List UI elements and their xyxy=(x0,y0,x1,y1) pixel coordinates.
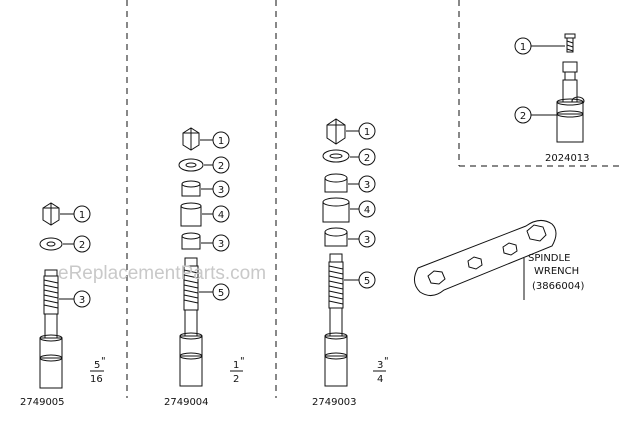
svg-text:2: 2 xyxy=(364,153,370,164)
size-fraction: 5 " 16 xyxy=(90,356,106,385)
callout-3: 3 xyxy=(201,180,230,198)
svg-text:1: 1 xyxy=(364,127,370,138)
size-fraction: 1 " 2 xyxy=(230,356,245,385)
wrench-label-2: WRENCH xyxy=(534,266,579,277)
wrench-hex-small xyxy=(427,270,446,285)
spindle xyxy=(179,257,203,387)
svg-text:1: 1 xyxy=(218,136,224,147)
wrench-hex-large xyxy=(526,224,547,242)
callout-5: 5 xyxy=(344,271,376,289)
svg-text:3: 3 xyxy=(377,360,383,371)
callout-1: 1 xyxy=(200,131,230,149)
spindle-adapter xyxy=(556,61,585,143)
spindle-wrench: SPINDLE WRENCH (3866004) xyxy=(414,220,584,300)
watermark: eReplacementParts.com xyxy=(58,263,266,284)
sleeve xyxy=(322,197,350,223)
callout-3: 3 xyxy=(59,290,91,308)
size-fraction: 3 " 4 xyxy=(373,356,389,385)
svg-text:": " xyxy=(101,356,106,367)
bushing-bottom xyxy=(181,232,201,250)
callout-3: 3 xyxy=(348,175,376,193)
svg-text:3: 3 xyxy=(364,235,370,246)
svg-text:5: 5 xyxy=(218,288,224,299)
svg-text:": " xyxy=(384,356,389,367)
svg-text:2: 2 xyxy=(520,111,526,122)
callout-2: 2 xyxy=(204,156,230,174)
svg-text:3: 3 xyxy=(218,239,224,250)
svg-text:5: 5 xyxy=(94,360,100,371)
svg-text:1: 1 xyxy=(79,210,85,221)
svg-text:": " xyxy=(240,356,245,367)
wrench-label-1: SPINDLE xyxy=(528,253,570,264)
svg-text:1: 1 xyxy=(520,42,526,53)
svg-text:4: 4 xyxy=(364,205,370,216)
hex-nut xyxy=(42,202,60,226)
spindle xyxy=(324,253,348,387)
svg-text:3: 3 xyxy=(79,295,85,306)
svg-text:1: 1 xyxy=(233,360,239,371)
bushing-bottom xyxy=(324,227,348,247)
svg-text:4: 4 xyxy=(218,210,224,221)
callout-3b: 3 xyxy=(348,230,376,248)
callout-4: 4 xyxy=(202,205,230,223)
part-number: 2749003 xyxy=(312,397,357,408)
washer xyxy=(178,158,204,172)
spindle xyxy=(39,269,63,389)
callout-1: 1 xyxy=(346,122,376,140)
callout-1: 1 xyxy=(514,37,565,55)
hex-nut xyxy=(326,118,346,145)
wrench-hex-mid2 xyxy=(502,242,518,256)
svg-text:2: 2 xyxy=(218,161,224,172)
assembly-2749003: 1 2 3 4 3 5 3 " xyxy=(312,118,389,408)
assembly-2749005: 1 2 3 5 " 16 2749005 xyxy=(20,202,106,408)
assembly-2024013: 1 2 2024013 xyxy=(514,33,590,164)
svg-text:2: 2 xyxy=(79,240,85,251)
part-number: 2749004 xyxy=(164,397,209,408)
bushing-top xyxy=(181,180,201,197)
wrench-label-3: (3866004) xyxy=(532,281,584,292)
bushing-top xyxy=(324,173,348,193)
screw xyxy=(564,33,576,53)
washer xyxy=(39,237,63,251)
part-number: 2024013 xyxy=(545,153,590,164)
svg-text:16: 16 xyxy=(90,374,103,385)
callout-2: 2 xyxy=(63,235,91,253)
hex-nut xyxy=(182,127,200,151)
callout-2: 2 xyxy=(514,106,557,124)
sleeve xyxy=(180,202,202,227)
callout-3b: 3 xyxy=(201,234,230,252)
callout-5: 5 xyxy=(199,283,230,301)
part-number: 2749005 xyxy=(20,397,65,408)
callout-1: 1 xyxy=(60,205,91,223)
washer xyxy=(322,149,350,163)
svg-text:4: 4 xyxy=(377,374,383,385)
callout-2: 2 xyxy=(350,148,376,166)
wrench-hex-mid xyxy=(467,256,483,270)
svg-text:5: 5 xyxy=(364,276,370,287)
svg-text:3: 3 xyxy=(218,185,224,196)
callout-4: 4 xyxy=(350,200,376,218)
svg-text:2: 2 xyxy=(233,374,239,385)
svg-text:3: 3 xyxy=(364,180,370,191)
assembly-2749004: 1 2 3 4 3 5 1 " xyxy=(164,127,245,408)
